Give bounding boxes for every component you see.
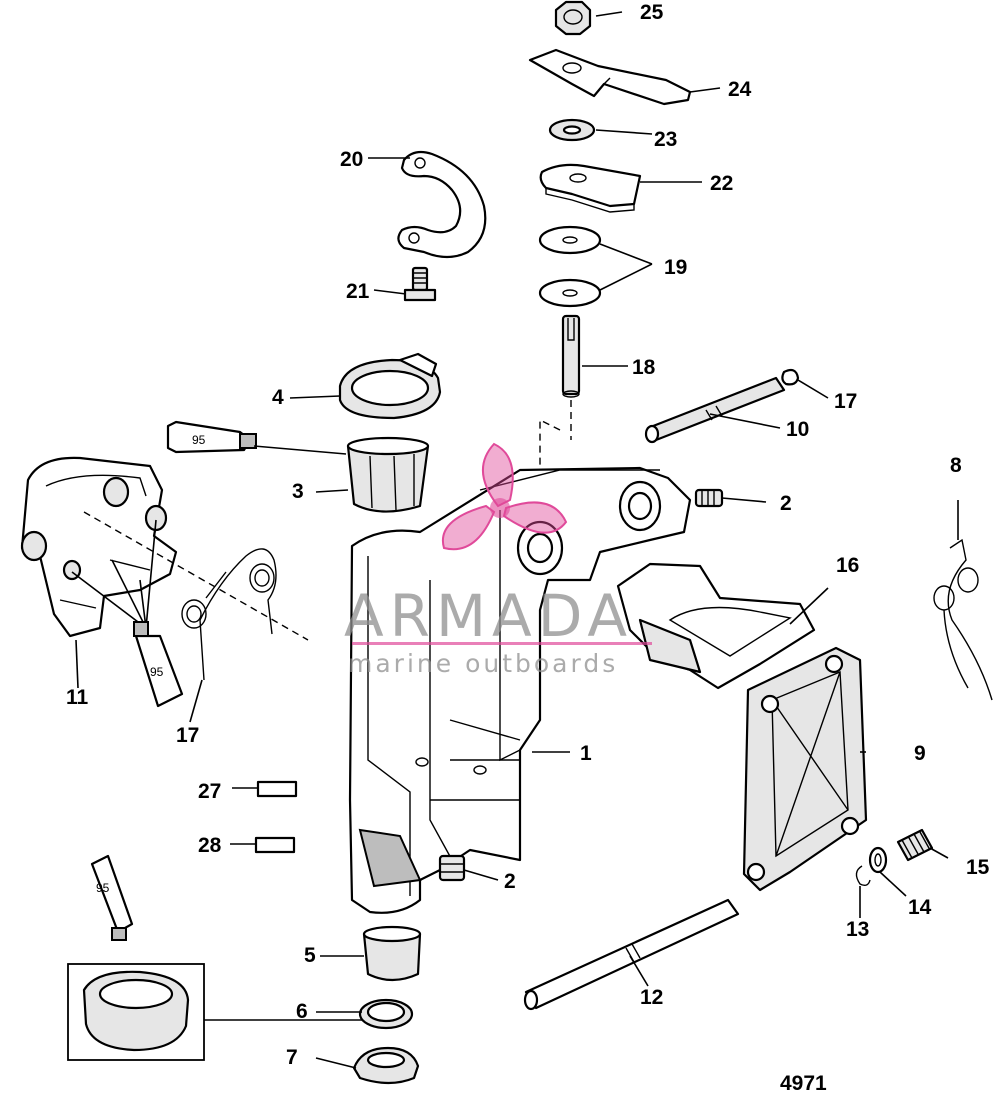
part-8-spring-clip [933, 538, 993, 701]
inset-seal-detail: 95 [67, 854, 362, 1061]
callout-8: 8 [950, 454, 962, 477]
brand-watermark: ARMADA marine outboards [344, 442, 652, 678]
callout-4: 4 [272, 386, 284, 409]
part-22-bolt [403, 266, 437, 302]
callout-26: 25 [640, 1, 664, 24]
clamp-alignment-line [83, 511, 309, 641]
callout-21: 20 [340, 148, 363, 171]
callout-14: 14 [908, 896, 932, 919]
pin-alignment-line [539, 400, 572, 470]
part-10-shaft [644, 376, 786, 444]
part-19-pin [561, 314, 581, 398]
part-23-plate [539, 163, 642, 213]
part-5-lower-bushing [362, 925, 422, 982]
propeller-logo [441, 442, 568, 551]
watermark-brand: ARMADA [344, 582, 633, 650]
part-4-seal-ring [338, 352, 442, 420]
part-9-bracket-plate [742, 646, 868, 892]
callout-28: 28 [198, 834, 222, 857]
callout-9: 9 [914, 742, 926, 765]
callout-18: 17 [834, 390, 857, 413]
part-21-arc-bracket [397, 150, 487, 259]
tube-label: 95 [150, 665, 164, 679]
part-27-pad [256, 780, 298, 798]
callout-22: 21 [346, 280, 370, 303]
callout-2-lower: 2 [504, 870, 516, 893]
callout-1: 1 [580, 742, 592, 765]
watermark-divider [352, 642, 652, 645]
callout-12: 12 [640, 986, 663, 1009]
tube-label: 95 [192, 433, 206, 447]
callout-5: 5 [304, 944, 316, 967]
part-20-washers [538, 225, 602, 308]
part-3-bushing [346, 436, 430, 513]
part-13-clip [855, 865, 871, 887]
callout-11: 11 [66, 686, 89, 709]
sealant-tube-top: 95 [166, 420, 257, 454]
callout-20: 19 [664, 256, 687, 279]
part-15-spring [896, 828, 934, 862]
part-2-grease-fitting-upper [694, 488, 724, 508]
callout-13: 13 [846, 918, 869, 941]
leader-lines [75, 11, 959, 1069]
tube-label: 95 [96, 881, 110, 895]
callout-3: 3 [292, 480, 304, 503]
callout-7: 7 [286, 1046, 298, 1069]
callout-10: 10 [786, 418, 809, 441]
callout-27: 27 [198, 780, 221, 803]
callout-labels: 25 24 23 22 19 18 20 21 4 3 17 10 8 2 16… [66, 1, 990, 1095]
part-14-washer [868, 846, 888, 874]
part-24-washer [548, 118, 596, 142]
part-18-retaining-ring [781, 368, 800, 386]
clamp-application-lines [71, 519, 157, 629]
callout-16: 16 [836, 554, 859, 577]
part-2-grease-fitting-lower [438, 854, 466, 882]
part-11-clamp [20, 456, 178, 638]
callout-17: 17 [176, 724, 199, 747]
part-26-lock-nut [554, 0, 592, 36]
figure-number: 4971 [780, 1072, 827, 1095]
callout-25: 24 [728, 78, 752, 101]
callout-19: 18 [632, 356, 656, 379]
callout-2-upper: 2 [780, 492, 792, 515]
part-17-spring [181, 548, 277, 681]
callout-15: 15 [966, 856, 990, 879]
part-6-seal-ring [358, 998, 414, 1030]
part-28-pad [254, 836, 296, 854]
part-25-lever-plate [528, 48, 692, 106]
part-7-cap [352, 1046, 420, 1085]
callout-24: 23 [654, 128, 677, 151]
part-1-swivel-bracket [348, 466, 692, 914]
callout-23: 22 [710, 172, 733, 195]
part-16-yoke [616, 562, 816, 690]
sealant-tube-middle: 95 [133, 621, 184, 708]
part-12-tilt-tube [523, 898, 740, 1011]
watermark-tagline: marine outboards [348, 649, 618, 678]
callout-6: 6 [296, 1000, 308, 1023]
